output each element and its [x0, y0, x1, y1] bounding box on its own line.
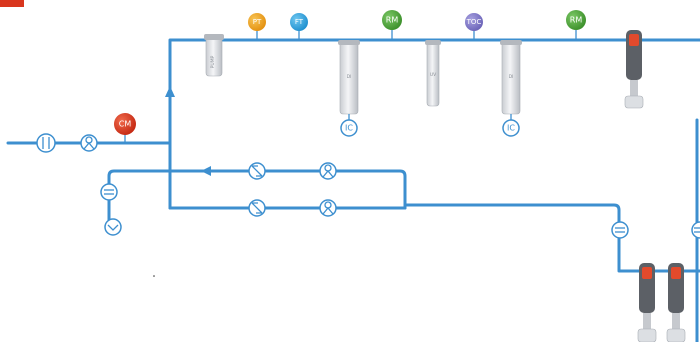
inlet-filter-icon: [36, 133, 56, 153]
rm1-sensor-icon: RM: [382, 10, 402, 40]
di-vessel-2: DI: [500, 40, 522, 115]
drain-valve-icon: [104, 218, 122, 236]
drain-filter-icon: [100, 183, 118, 201]
di-vessel-1: DI: [338, 40, 360, 115]
uv-vessel-label: UV: [430, 72, 437, 78]
dispenser-bottom-right: [666, 263, 686, 342]
ft-sensor-label: FT: [295, 18, 304, 26]
pt-sensor-icon: PT: [248, 13, 266, 40]
flow-arrow-left: [201, 166, 211, 176]
dispenser-top: [624, 30, 644, 109]
corner-accent: [0, 0, 24, 7]
flow-arrow-up: [165, 86, 175, 97]
uv-vessel: UV: [425, 40, 441, 107]
heat-exchanger-upper-icon: [248, 162, 266, 180]
ft-sensor-icon: FT: [290, 13, 308, 40]
inlet-pump-icon: [80, 134, 98, 152]
pt-sensor-label: PT: [253, 18, 262, 26]
cm-sensor-icon: CM: [114, 113, 136, 143]
toc-sensor-icon: TOC: [465, 13, 483, 40]
pump-upper-icon: [319, 162, 337, 180]
di-vessel-1-label: DI: [347, 74, 352, 80]
right-edge-filter-icon: [691, 221, 700, 239]
ic1-icon: IC: [340, 119, 358, 137]
cm-sensor-label: CM: [119, 120, 132, 129]
pump-vessel: PUMP: [204, 34, 224, 77]
rm2-sensor-icon: RM: [566, 10, 586, 40]
outlet-pipe: [403, 203, 700, 273]
stray-dot: [153, 275, 155, 277]
ic1-label: IC: [345, 124, 353, 133]
outlet-filter-icon: [611, 221, 629, 239]
di-vessel-2-label: DI: [509, 74, 514, 80]
ic2-label: IC: [507, 124, 515, 133]
pump-lower-icon: [319, 199, 337, 217]
ic2-icon: IC: [502, 119, 520, 137]
heat-exchanger-lower-icon: [248, 199, 266, 217]
pump-vessel-label: PUMP: [210, 55, 216, 68]
dispenser-bottom-left: [637, 263, 657, 342]
toc-sensor-label: TOC: [466, 18, 482, 26]
rm2-sensor-label: RM: [570, 16, 583, 25]
main-riser-pipe: [168, 38, 700, 210]
rm1-sensor-label: RM: [386, 16, 399, 25]
